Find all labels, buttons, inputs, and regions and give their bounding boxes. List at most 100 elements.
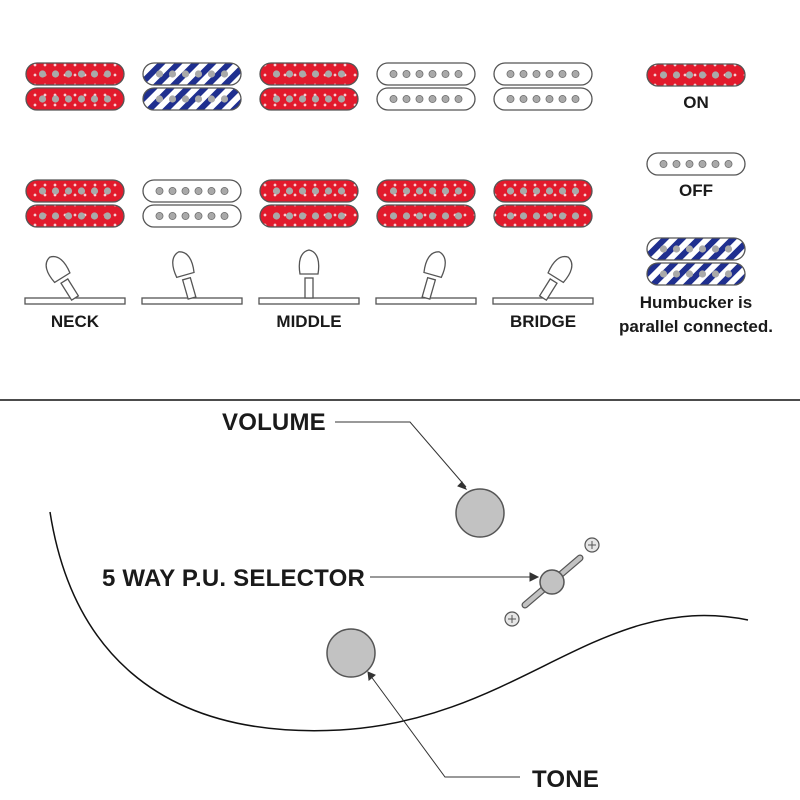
pole-piece — [571, 95, 580, 103]
selector-knob — [539, 569, 565, 595]
pole-piece — [519, 212, 528, 220]
pole-piece — [506, 212, 515, 220]
legend-on-pickup — [646, 63, 746, 87]
pole-piece — [155, 70, 164, 78]
pole-piece — [558, 212, 567, 220]
pole-piece — [155, 95, 164, 103]
switch-lever-icon — [45, 255, 80, 302]
volume-leader-line — [335, 421, 467, 488]
pole-piece — [103, 187, 112, 195]
pickup-switching-table: NECK MIDDLE BRIDGE — [24, 62, 594, 331]
pole-piece — [558, 95, 567, 103]
pole-piece — [298, 70, 307, 78]
pole-piece — [285, 95, 294, 103]
pole-piece — [337, 187, 346, 195]
pole-piece — [558, 187, 567, 195]
switch-base-plate — [141, 297, 243, 305]
bridge-humbucker — [142, 179, 242, 228]
pole-piece — [194, 70, 203, 78]
position-label: MIDDLE — [276, 312, 341, 331]
legend-on-label: ON — [683, 93, 709, 112]
pole-piece — [698, 71, 707, 79]
pole-piece — [181, 70, 190, 78]
pole-piece — [77, 187, 86, 195]
pole-piece — [220, 70, 229, 78]
control-layout: VOLUME 5 WAY P.U. SELECTOR TONE — [49, 409, 749, 793]
pole-piece — [64, 70, 73, 78]
bridge-humbucker — [493, 179, 593, 228]
pole-piece — [519, 70, 528, 78]
pole-piece — [659, 160, 668, 168]
pole-piece — [38, 212, 47, 220]
switch-position-2 — [141, 62, 243, 305]
volume-knob[interactable] — [455, 488, 505, 538]
neck-humbucker — [259, 62, 359, 111]
switch-lever-icon — [538, 255, 573, 302]
legend-parallel-coil-2 — [646, 262, 746, 286]
pole-piece — [454, 70, 463, 78]
pole-piece — [51, 95, 60, 103]
neck-humbucker-coil-1 — [259, 62, 359, 86]
pole-piece — [389, 70, 398, 78]
pole-piece — [77, 212, 86, 220]
pole-piece — [51, 187, 60, 195]
switch-lever-icon — [421, 251, 446, 300]
legend-off-pickup — [646, 152, 746, 176]
pole-piece — [441, 70, 450, 78]
tone-leader-line — [369, 674, 520, 778]
pole-piece — [207, 212, 216, 220]
five-way-selector-switch[interactable] — [504, 537, 600, 627]
legend-off-label: OFF — [679, 181, 713, 200]
switch-base-plate — [375, 297, 477, 305]
pole-piece — [672, 71, 681, 79]
pole-piece — [90, 70, 99, 78]
bridge-humbucker-coil-1 — [493, 179, 593, 203]
pole-piece — [545, 187, 554, 195]
tone-label: TONE — [532, 766, 599, 793]
position-label: BRIDGE — [510, 312, 576, 331]
pole-piece — [698, 245, 707, 253]
legend-off-coil — [646, 152, 746, 176]
pole-piece — [519, 95, 528, 103]
pole-piece — [64, 212, 73, 220]
pole-piece — [103, 95, 112, 103]
pole-piece — [168, 95, 177, 103]
pole-piece — [168, 212, 177, 220]
guitar-body-outline — [49, 511, 749, 732]
pole-piece — [285, 212, 294, 220]
pole-piece — [545, 212, 554, 220]
bridge-humbucker-coil-1 — [142, 179, 242, 203]
pole-piece — [506, 70, 515, 78]
pole-piece — [685, 71, 694, 79]
pole-piece — [724, 71, 733, 79]
legend-parallel-humbucker — [646, 237, 746, 286]
pole-piece — [428, 95, 437, 103]
position-label: NECK — [51, 312, 100, 331]
pole-piece — [311, 70, 320, 78]
volume-arrowhead-icon — [457, 481, 468, 490]
pole-piece — [51, 212, 60, 220]
neck-humbucker-coil-2 — [259, 87, 359, 111]
pole-piece — [285, 187, 294, 195]
pole-piece — [428, 187, 437, 195]
pole-piece — [337, 70, 346, 78]
pole-piece — [428, 70, 437, 78]
bridge-humbucker-coil-2 — [25, 204, 125, 228]
pole-piece — [311, 187, 320, 195]
tone-knob[interactable] — [326, 628, 376, 678]
pole-piece — [181, 187, 190, 195]
pole-piece — [659, 245, 668, 253]
neck-humbucker — [25, 62, 125, 111]
bridge-humbucker-coil-1 — [25, 179, 125, 203]
switch-base-plate — [24, 297, 126, 305]
mounting-screw-bottom-icon — [504, 611, 520, 627]
switch-position-1: NECK — [24, 62, 126, 331]
pole-piece — [272, 70, 281, 78]
pole-piece — [724, 245, 733, 253]
neck-humbucker — [142, 62, 242, 111]
pole-piece — [724, 270, 733, 278]
neck-humbucker-coil-1 — [376, 62, 476, 86]
bridge-humbucker-coil-2 — [376, 204, 476, 228]
bridge-humbucker — [376, 179, 476, 228]
bridge-humbucker-coil-1 — [376, 179, 476, 203]
